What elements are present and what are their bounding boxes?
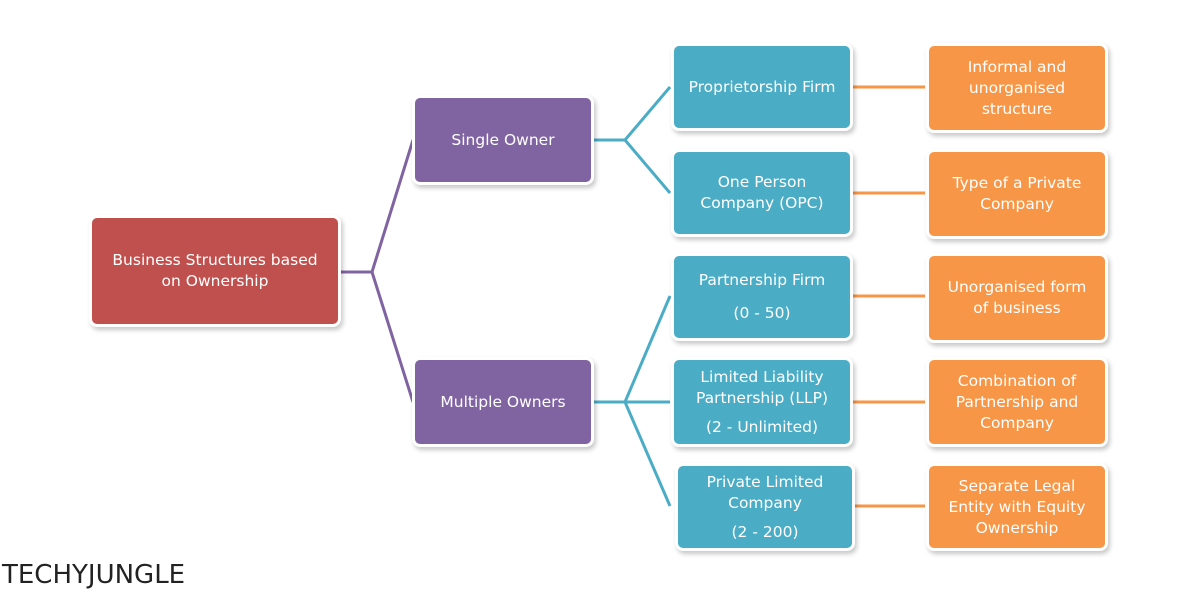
type-range: (2 - 200) (731, 522, 799, 541)
type-range: (0 - 50) (733, 304, 791, 322)
desc-node-3: Unorganised form of business (929, 256, 1105, 340)
watermark-text: TECHYJUNGLE (2, 560, 186, 590)
connector-root-single-owner (340, 139, 415, 274)
desc-node-2: Type of a Private Company (929, 152, 1105, 236)
connector-root-multiple-owners (340, 270, 415, 403)
type-line: Private Limited (706, 472, 824, 491)
desc-line: Partnership and (955, 392, 1079, 411)
desc-line: of business (973, 299, 1061, 317)
root-line-1: Business Structures based (112, 251, 318, 269)
desc-line: structure (981, 99, 1053, 118)
type-line: One Person (717, 173, 807, 191)
owner-label: Multiple Owners (440, 392, 566, 411)
type-line: Partnership (LLP) (695, 388, 828, 407)
desc-line: Type of a Private (952, 174, 1082, 192)
owner-label: Single Owner (451, 130, 555, 149)
connector-multiple-private (593, 400, 672, 507)
owner-node-multiple: Multiple Owners (415, 360, 591, 444)
root-line-2: on Ownership (161, 272, 269, 290)
owner-node-single: Single Owner (415, 98, 591, 182)
root-node: Business Structures based on Ownership (92, 218, 338, 324)
type-line: Proprietorship Firm (688, 77, 836, 96)
type-node-opc: One Person Company (OPC) (674, 152, 850, 234)
desc-line: unorganised (968, 78, 1066, 97)
desc-node-1: Informal and unorganised structure (929, 46, 1105, 130)
desc-node-5: Separate Legal Entity with Equity Owners… (929, 466, 1105, 548)
type-line: Company (OPC) (700, 194, 824, 212)
desc-line: Combination of (957, 371, 1077, 390)
desc-line: Company (980, 195, 1054, 213)
desc-node-4: Combination of Partnership and Company (929, 360, 1105, 444)
type-node-proprietorship: Proprietorship Firm (674, 46, 850, 128)
desc-line: Unorganised form (947, 278, 1087, 296)
desc-line: Company (980, 413, 1054, 432)
type-line: Partnership Firm (698, 271, 826, 289)
type-node-llp: Limited Liability Partnership (LLP) (2 -… (674, 360, 850, 444)
desc-line: Separate Legal (958, 476, 1076, 495)
connector-single-opc (593, 138, 672, 194)
type-node-partnership: Partnership Firm (0 - 50) (674, 256, 850, 338)
connector-multiple-partnership (593, 295, 672, 404)
type-line: Company (728, 493, 802, 512)
type-line: Limited Liability (700, 367, 824, 386)
type-range: (2 - Unlimited) (705, 417, 819, 436)
type-node-private-limited: Private Limited Company (2 - 200) (678, 466, 852, 548)
desc-line: Ownership (975, 518, 1059, 537)
desc-line: Entity with Equity (948, 497, 1086, 516)
desc-line: Informal and (967, 57, 1067, 76)
connector-single-proprietorship (593, 86, 672, 142)
